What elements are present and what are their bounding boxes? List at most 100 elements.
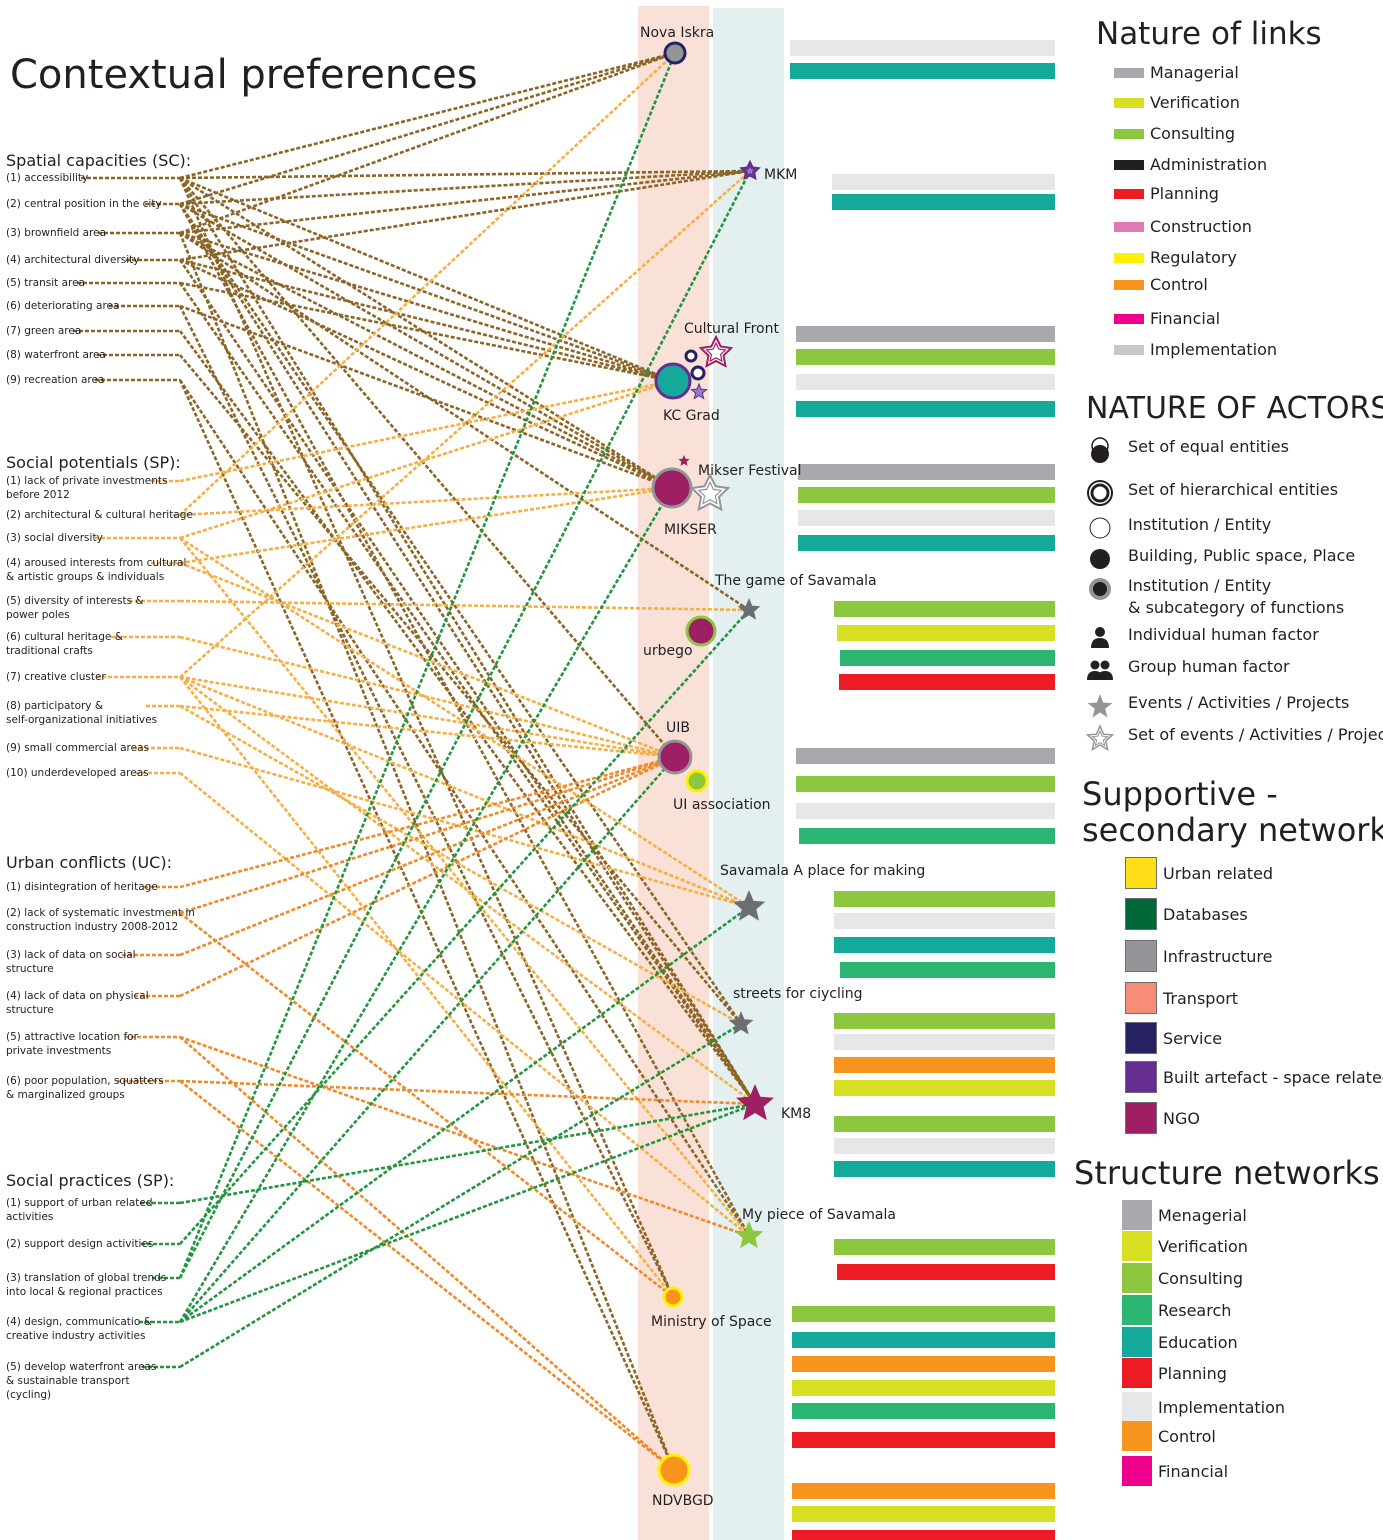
connection-line (179, 675, 756, 1106)
connection-line (179, 609, 750, 1245)
connection-line (179, 231, 673, 490)
connection-line (178, 282, 757, 1105)
actor-label-km8: KM8 (781, 1106, 812, 1122)
legend-label: Urban related (1163, 863, 1274, 883)
legend-item: Building, Public space, Place (1086, 545, 1355, 569)
actor-node-urbego[interactable] (685, 615, 717, 647)
legend-label: Verification (1158, 1236, 1248, 1256)
link-bar (834, 1034, 1055, 1050)
legend-label: Built artefact - space related (1163, 1067, 1383, 1087)
legend-label: Implementation (1150, 340, 1278, 359)
connection-line (179, 1022, 742, 1369)
connection-line (178, 203, 757, 1105)
legend-swatch (1125, 982, 1157, 1014)
actor-nodes (651, 41, 774, 1487)
legend-item: Education (1122, 1327, 1238, 1357)
actor-node-mikser[interactable] (651, 467, 693, 509)
legend-label: Transport (1163, 988, 1239, 1008)
legend-label: Institution / Entity & subcategory of fu… (1128, 576, 1345, 617)
connection-line (179, 755, 676, 957)
actor-node-uib[interactable] (657, 739, 693, 775)
criterion-prac-3: (3) translation of global trends into lo… (6, 1272, 167, 1298)
legend-label: Planning (1150, 184, 1219, 203)
criterion-sc-5: (5) transit area (6, 277, 85, 289)
link-bar (792, 1380, 1055, 1396)
connection-line (179, 561, 676, 759)
connection-line (179, 170, 751, 678)
connection-line (179, 755, 676, 889)
criterion-sp-10: (10) underdeveloped areas (6, 767, 149, 779)
legend-item: Financial (1114, 309, 1220, 328)
legend-item: NGO (1125, 1102, 1200, 1134)
criterion-sc-8: (8) waterfront area (6, 349, 106, 361)
legend-swatch (1114, 128, 1144, 139)
link-bar (834, 891, 1055, 907)
link-bar (798, 487, 1055, 503)
legend-swatch (1114, 97, 1144, 108)
link-bar (796, 748, 1055, 764)
actor-node-mkm[interactable] (739, 159, 761, 181)
link-bar (796, 776, 1055, 792)
actor-node-ministry-space[interactable] (662, 1286, 684, 1308)
actor-label-nova-iskra: Nova Iskra (640, 25, 715, 41)
actor-node-km8[interactable] (736, 1084, 774, 1121)
connection-line (179, 202, 673, 490)
connection-line (179, 169, 751, 206)
subcategory-icon (1086, 575, 1114, 600)
actor-node-streets-cycling[interactable] (728, 1011, 754, 1035)
legend-label: Verification (1150, 93, 1240, 112)
connection-line (179, 486, 673, 517)
criterion-uc-5: (5) attractive location for private inve… (6, 1031, 138, 1057)
legend-swatch (1122, 1456, 1152, 1486)
link-bar (834, 601, 1055, 617)
actor-node-ui-association[interactable] (685, 769, 709, 793)
link-bar (834, 1013, 1055, 1029)
connection-line (178, 177, 757, 1105)
equal-entities-icon (1086, 436, 1114, 463)
event-star-icon (1086, 692, 1114, 718)
legend-item: Institution / Entity (1086, 514, 1271, 539)
criteria-leaders (73, 176, 180, 1369)
legend-swatch (1122, 1231, 1152, 1261)
connection-line (179, 486, 673, 565)
link-bar (792, 1530, 1055, 1540)
actor-node-kc-grad[interactable] (654, 362, 692, 400)
legend-swatch (1114, 313, 1144, 324)
actor-node-ndvbgd[interactable] (657, 1453, 691, 1487)
legend-item: Planning (1114, 184, 1219, 203)
connection-line (179, 304, 673, 490)
legend-swatch (1125, 1102, 1157, 1134)
link-bar (834, 1239, 1055, 1255)
actor-label-uib: UIB (666, 720, 690, 736)
connection-line (179, 169, 751, 180)
actor-node-savamala-place[interactable] (732, 890, 766, 921)
actor-node-game-savamala[interactable] (737, 598, 761, 620)
page-title: Contextual preferences (10, 52, 478, 98)
connection-line (178, 379, 676, 1471)
criterion-sc-4: (4) architectural diversity (6, 254, 140, 266)
legend-item: Institution / Entity & subcategory of fu… (1086, 575, 1344, 619)
kc-grad-subentity-icon (690, 365, 706, 381)
legend-item: Planning (1122, 1358, 1227, 1388)
legend-swatch (1114, 67, 1144, 78)
actor-node-nova-iskra[interactable] (663, 41, 687, 65)
section-heading-prac: Social practices (SP): (6, 1171, 175, 1190)
criterion-uc-6: (6) poor population, squatters & margina… (6, 1075, 164, 1101)
place-icon (1086, 545, 1114, 569)
connection-line (179, 177, 676, 758)
criterion-sp-7: (7) creative cluster (6, 671, 106, 683)
legend-label: Financial (1158, 1461, 1229, 1481)
link-bar (792, 1506, 1055, 1522)
actor-node-cultural-front[interactable] (698, 334, 734, 368)
legend-item: Set of hierarchical entities (1086, 479, 1338, 506)
legend-swatch (1122, 1295, 1152, 1325)
link-bar (792, 1332, 1055, 1348)
actor-node-my-piece[interactable] (734, 1221, 764, 1249)
link-bar (792, 1356, 1055, 1372)
connection-line (178, 232, 676, 1471)
kc-grad-event-icon (690, 382, 708, 400)
connection-line (179, 51, 676, 235)
actor-node-mikser-festival[interactable] (689, 472, 731, 512)
legend-item: Administration (1114, 155, 1267, 174)
legend-item: Events / Activities / Projects (1086, 692, 1349, 718)
